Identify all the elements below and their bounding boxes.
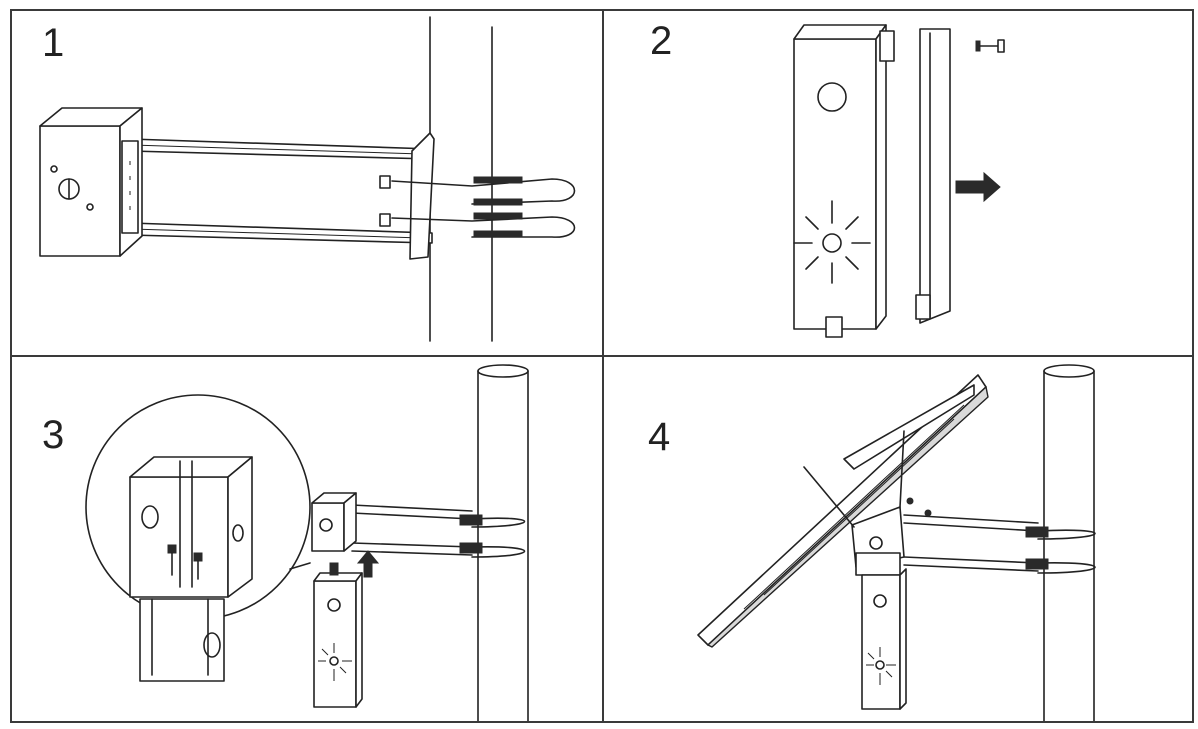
panel-step-4: 4 — [604, 357, 1192, 721]
solar-panel-mounted-icon — [697, 364, 1096, 721]
battery-box-bracket-detach-icon — [793, 24, 1005, 338]
step-number: 2 — [650, 19, 673, 63]
step-number: 1 — [42, 21, 65, 65]
arm-bracket-u-bolt-mount-icon — [39, 16, 576, 342]
panel-step-3: 3 — [12, 357, 602, 721]
step-number: 3 — [42, 413, 65, 457]
panel-divider-horizontal — [10, 355, 1194, 357]
panel-step-2: 2 — [604, 11, 1192, 355]
step-number: 4 — [648, 415, 671, 459]
panel-divider-vertical — [602, 9, 604, 723]
box-attach-to-arm-icon — [85, 364, 529, 721]
panel-step-1: 1 — [12, 11, 602, 355]
